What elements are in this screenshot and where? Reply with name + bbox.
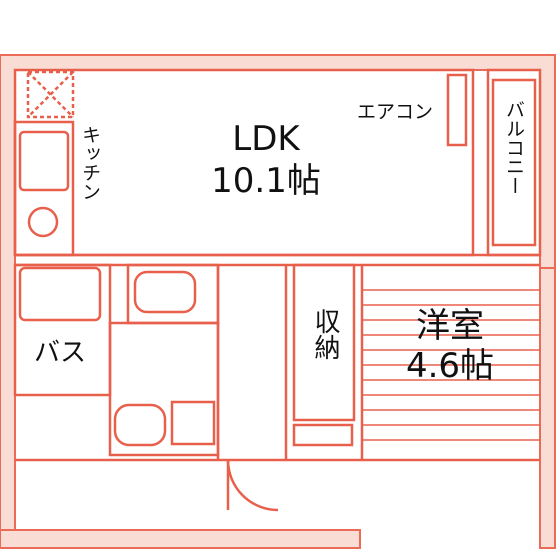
kitchen-sink	[18, 130, 70, 192]
storage-vent	[292, 423, 354, 447]
western-area: 4.6帖	[406, 346, 494, 386]
storage-room	[292, 263, 356, 422]
entry-door-swing	[226, 459, 279, 512]
washing-machine-pan	[170, 400, 216, 446]
exterior-wall-bottom	[0, 529, 361, 549]
western-room-flooring	[362, 289, 540, 441]
bath-room	[13, 263, 112, 397]
western-name: 洋室	[416, 306, 484, 346]
kitchen-stove	[27, 206, 59, 238]
kitchen-label: キッチン	[79, 125, 101, 201]
aircon-label: エアコン	[357, 101, 433, 123]
ldk-name: LDK	[232, 119, 301, 159]
balcony-label: バルコニー	[503, 100, 525, 195]
exterior-wall-right	[539, 267, 556, 549]
kitchen-counter	[13, 120, 75, 257]
aircon-unit	[446, 73, 468, 147]
washbasin	[113, 403, 167, 447]
ventilation-box	[26, 70, 75, 119]
ldk-area: 10.1帖	[211, 161, 321, 201]
bathtub	[18, 266, 102, 322]
bath-label: バス	[34, 338, 86, 368]
storage-label: 収納	[310, 308, 340, 360]
toilet	[133, 270, 197, 314]
